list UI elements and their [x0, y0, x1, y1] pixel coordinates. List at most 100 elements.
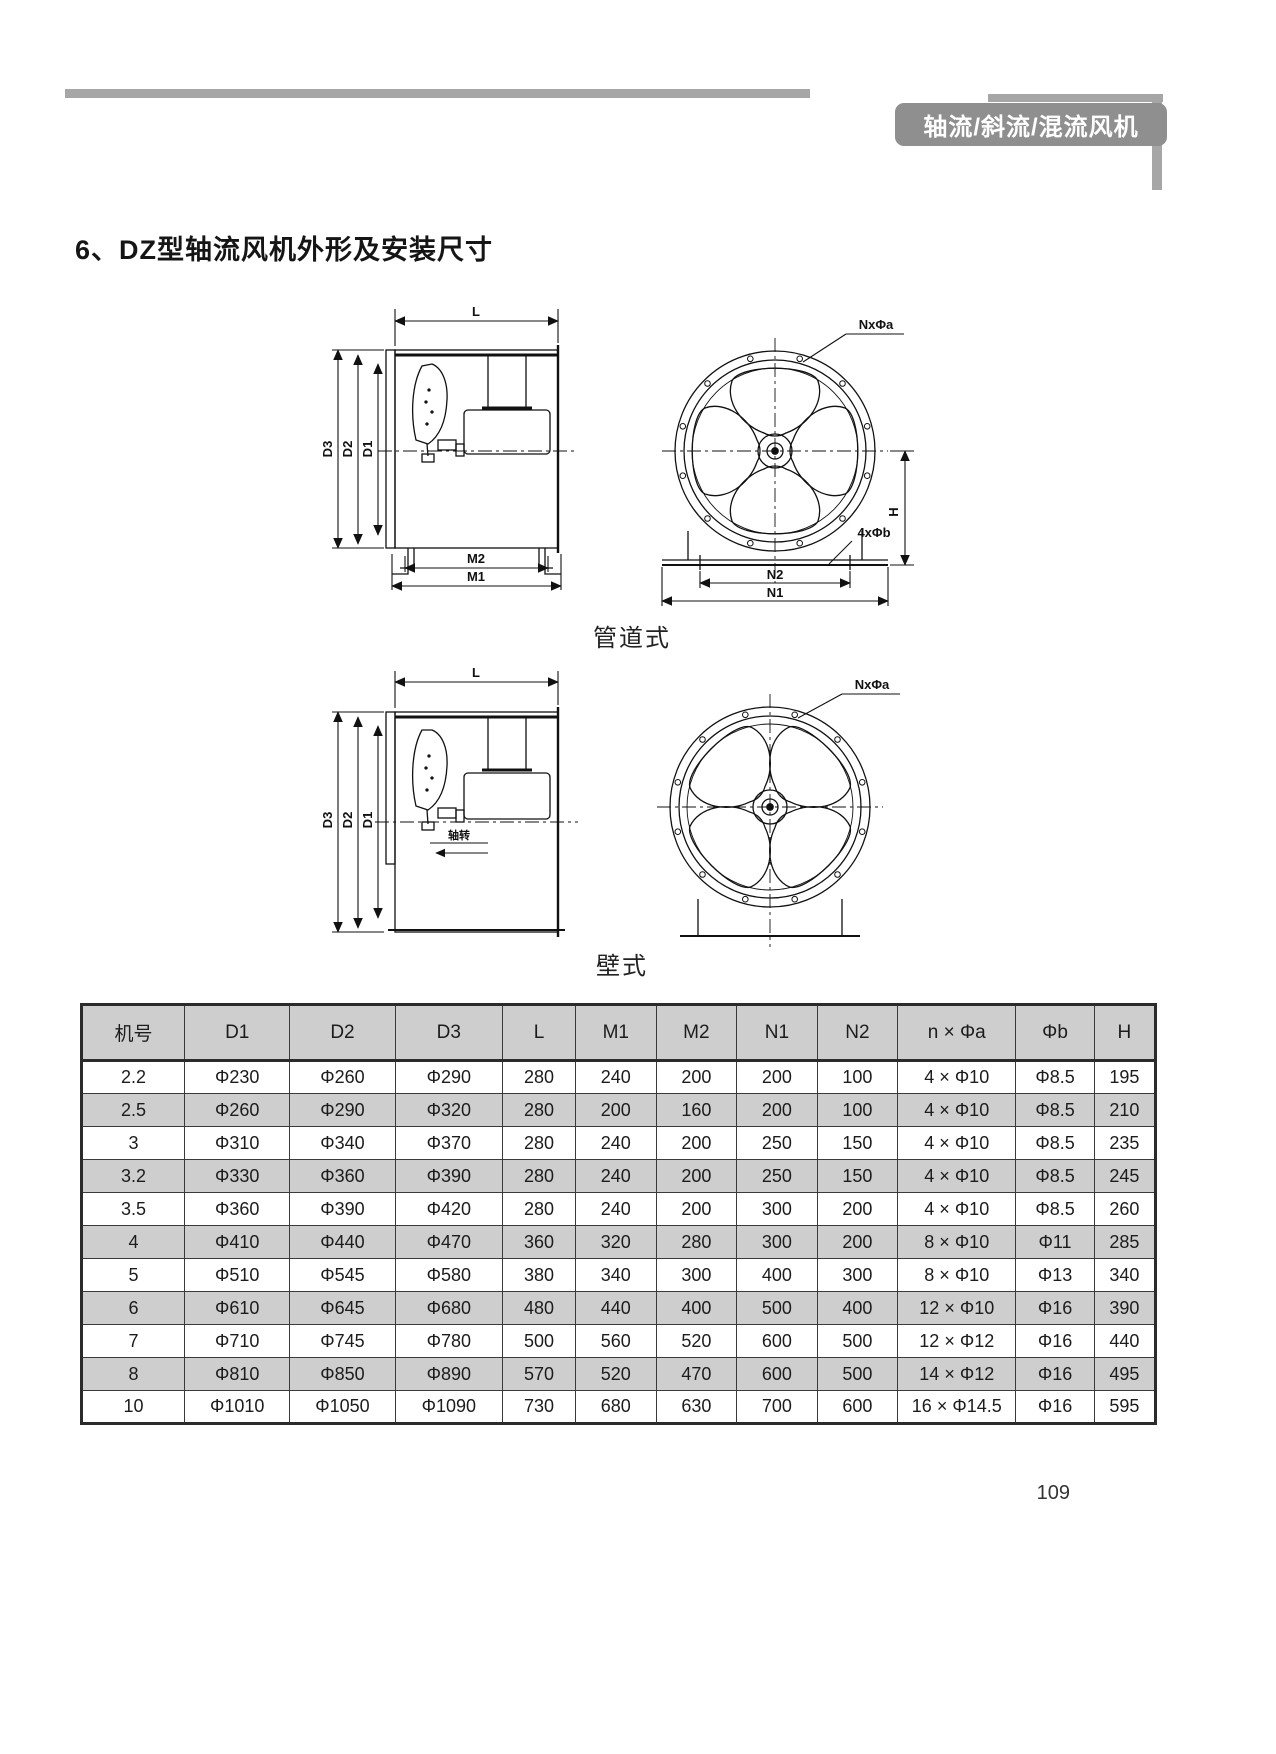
table-cell: Φ390: [289, 1192, 396, 1226]
table-cell: 200: [575, 1093, 657, 1127]
table-cell: 280: [655, 1225, 738, 1259]
dim-label-rim-holes: NxΦa: [859, 317, 894, 332]
table-cell: 200: [736, 1093, 818, 1127]
table-cell: 500: [816, 1324, 899, 1358]
table-cell: Φ890: [394, 1357, 503, 1391]
table-cell: 3.2: [80, 1159, 186, 1193]
table-cell: Φ16: [1015, 1357, 1095, 1391]
table-cell: 150: [816, 1159, 899, 1193]
table-cell: 280: [501, 1159, 577, 1193]
table-cell: 280: [501, 1192, 577, 1226]
table-cell: 200: [655, 1192, 738, 1226]
section-title: 6、DZ型轴流风机外形及安装尺寸: [75, 235, 494, 265]
table-cell: 8 × Φ10: [897, 1225, 1017, 1259]
table-cell: Φ420: [394, 1192, 503, 1226]
table-cell: 300: [816, 1258, 899, 1292]
table-cell: 440: [1093, 1324, 1157, 1358]
column-header: n × Φa: [897, 1004, 1017, 1062]
table-cell: 440: [575, 1291, 657, 1325]
table-cell: 160: [655, 1093, 738, 1127]
table-cell: 240: [575, 1126, 657, 1160]
duct-side-view: [378, 345, 578, 575]
table-cell: Φ510: [184, 1258, 291, 1292]
table-cell: 4 × Φ10: [897, 1192, 1017, 1226]
table-cell: 240: [575, 1060, 657, 1094]
table-cell: 100: [816, 1060, 899, 1094]
table-cell: 470: [655, 1357, 738, 1391]
table-cell: Φ16: [1015, 1291, 1095, 1325]
table-cell: 240: [575, 1159, 657, 1193]
table-cell: Φ440: [289, 1225, 396, 1259]
table-cell: 200: [655, 1126, 738, 1160]
dim-label-m2: M2: [467, 551, 485, 566]
column-header: L: [501, 1004, 577, 1062]
table-cell: 100: [816, 1093, 899, 1127]
table-cell: 280: [501, 1060, 577, 1094]
table-cell: Φ710: [184, 1324, 291, 1358]
wall-side-dimensions: [332, 671, 559, 933]
category-banner-label: 轴流/斜流/混流风机: [923, 114, 1139, 141]
table-cell: Φ1090: [394, 1390, 503, 1424]
table-cell: Φ290: [289, 1093, 396, 1127]
table-cell: 520: [655, 1324, 738, 1358]
table-cell: 245: [1093, 1159, 1157, 1193]
table-cell: Φ545: [289, 1258, 396, 1292]
table-cell: Φ410: [184, 1225, 291, 1259]
table-cell: 6: [80, 1291, 186, 1325]
table-cell: 16 × Φ14.5: [897, 1390, 1017, 1424]
table-cell: 200: [736, 1060, 818, 1094]
table-cell: 280: [501, 1126, 577, 1160]
table-cell: 5: [80, 1258, 186, 1292]
table-cell: 285: [1093, 1225, 1157, 1259]
dim-label-d2: D2: [340, 441, 355, 458]
table-cell: 300: [736, 1225, 818, 1259]
table-cell: Φ8.5: [1015, 1126, 1095, 1160]
table-cell: 8 × Φ10: [897, 1258, 1017, 1292]
wall-side-view: [375, 707, 578, 937]
table-cell: 4 × Φ10: [897, 1126, 1017, 1160]
table-cell: 400: [736, 1258, 818, 1292]
table-cell: 340: [575, 1258, 657, 1292]
table-cell: Φ1010: [184, 1390, 291, 1424]
wall-caption: 壁式: [596, 953, 648, 980]
fan-blades: [691, 367, 859, 535]
table-cell: Φ745: [289, 1324, 396, 1358]
table-cell: 14 × Φ12: [897, 1357, 1017, 1391]
table-cell: Φ8.5: [1015, 1093, 1095, 1127]
table-cell: Φ16: [1015, 1324, 1095, 1358]
table-cell: Φ850: [289, 1357, 396, 1391]
table-cell: Φ370: [394, 1126, 503, 1160]
table-cell: 320: [575, 1225, 657, 1259]
table-cell: Φ340: [289, 1126, 396, 1160]
rim-bolt-holes: [679, 355, 871, 547]
wall-figure-svg: L D3 D2 D1 轴转 NxΦa: [320, 665, 900, 947]
table-cell: 12 × Φ10: [897, 1291, 1017, 1325]
table-cell: Φ645: [289, 1291, 396, 1325]
dim-label-n1: N1: [767, 585, 784, 600]
table-cell: 2.2: [80, 1060, 186, 1094]
duct-front-dimensions: [661, 333, 914, 606]
table-cell: 250: [736, 1159, 818, 1193]
dim-label-d1: D1: [360, 441, 375, 458]
table-cell: Φ290: [394, 1060, 503, 1094]
column-header: D2: [289, 1004, 396, 1062]
table-cell: 560: [575, 1324, 657, 1358]
table-cell: Φ1050: [289, 1390, 396, 1424]
table-cell: Φ260: [184, 1093, 291, 1127]
table-cell: 4 × Φ10: [897, 1159, 1017, 1193]
dim-label-d2: D2: [340, 812, 355, 829]
fan-blades: [689, 726, 851, 888]
column-header: N2: [816, 1004, 899, 1062]
table-cell: Φ8.5: [1015, 1192, 1095, 1226]
table-cell: 300: [655, 1258, 738, 1292]
table-cell: 500: [501, 1324, 577, 1358]
table-cell: Φ780: [394, 1324, 503, 1358]
header-rule-top: [988, 94, 1163, 102]
table-cell: 600: [736, 1357, 818, 1391]
